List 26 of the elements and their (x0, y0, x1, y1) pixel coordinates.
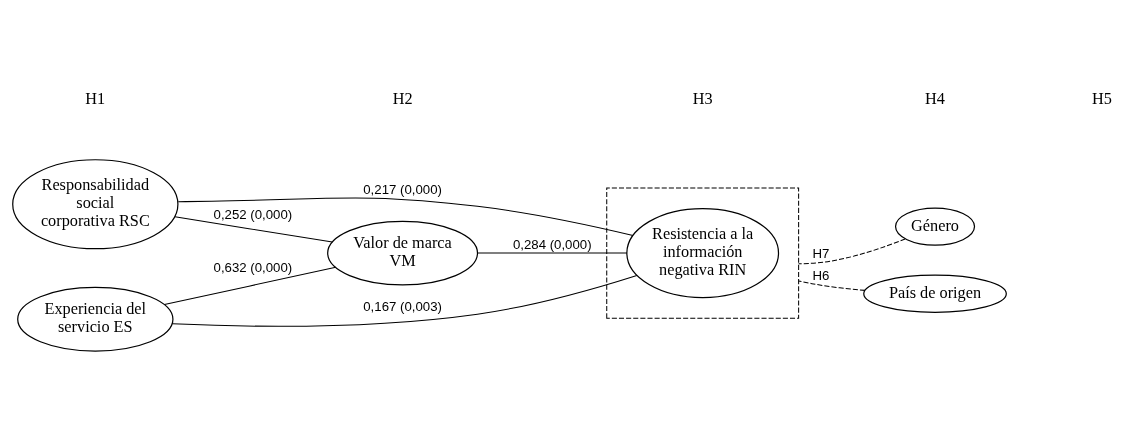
edge-label: 0,167 (0,003) (363, 298, 442, 313)
label: H1 (85, 88, 106, 108)
connector (177, 196, 634, 236)
connector (163, 266, 337, 305)
edge-label: 0,217 (0,000) (363, 181, 442, 197)
connector (171, 274, 638, 327)
label: H3 (692, 88, 713, 108)
connector (798, 238, 906, 264)
label: H4 (925, 88, 945, 108)
connector (477, 252, 628, 254)
node-ellipse: Resistencia a la información negativa RIN (626, 207, 780, 298)
connector (798, 279, 866, 291)
label: H5 (1092, 88, 1112, 108)
edge-label: H6 (812, 267, 830, 283)
cluster (606, 186, 800, 319)
edge-label: H7 (812, 245, 830, 261)
node-ellipse: País de origen (863, 274, 1007, 313)
edge-label: 0,632 (0,000) (213, 259, 293, 275)
edge-label: 0,252 (0,000) (213, 206, 293, 222)
label: H2 (392, 88, 413, 108)
edge-label: 0,284 (0,000) (512, 236, 592, 252)
node-ellipse: Experiencia del servicio ES (17, 286, 174, 352)
node-ellipse: Género (894, 206, 976, 246)
connector (174, 215, 333, 242)
node-ellipse: Responsabilidad social corporativa RSC (12, 158, 179, 249)
node-ellipse: Valor de marca VM (327, 220, 479, 285)
